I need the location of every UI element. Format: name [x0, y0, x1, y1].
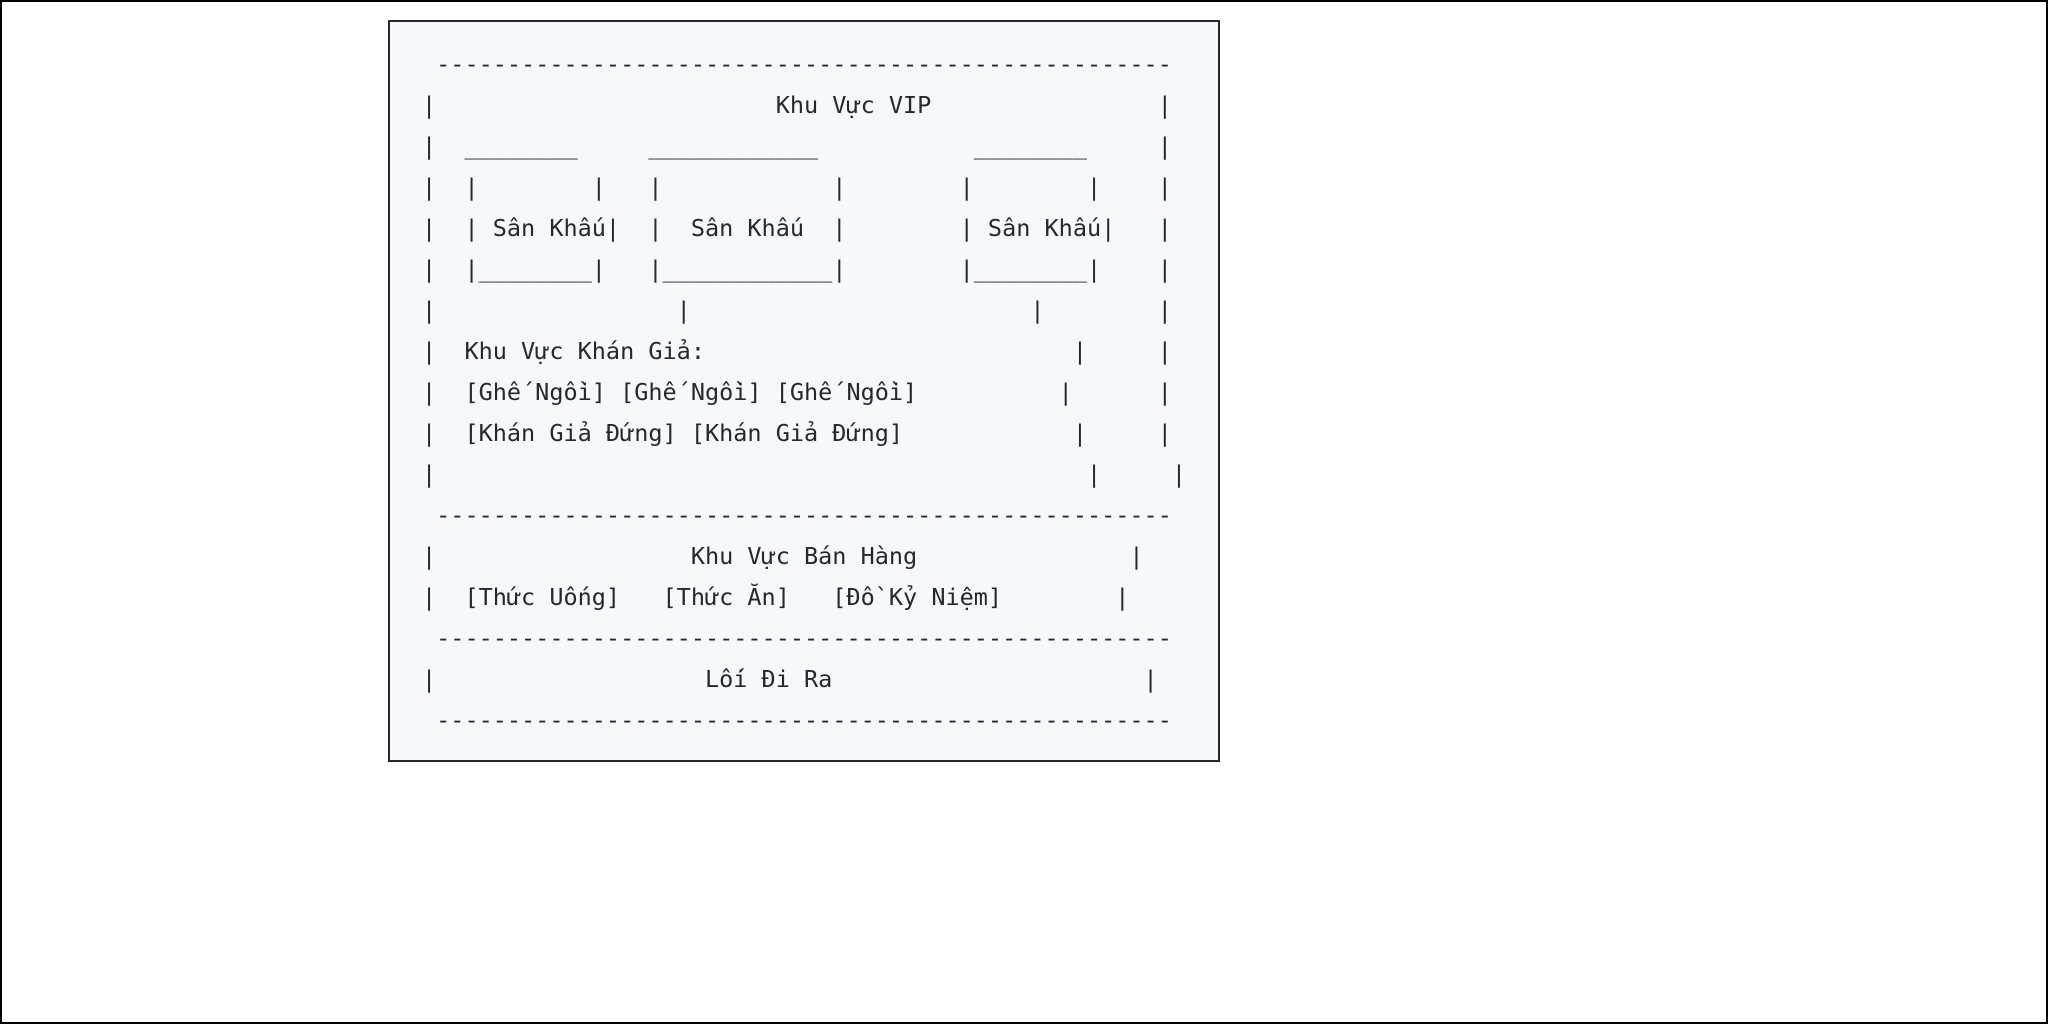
venue-layout-ascii-diagram: ----------------------------------------…: [422, 50, 1187, 734]
ascii-code-panel: ----------------------------------------…: [388, 20, 1220, 762]
